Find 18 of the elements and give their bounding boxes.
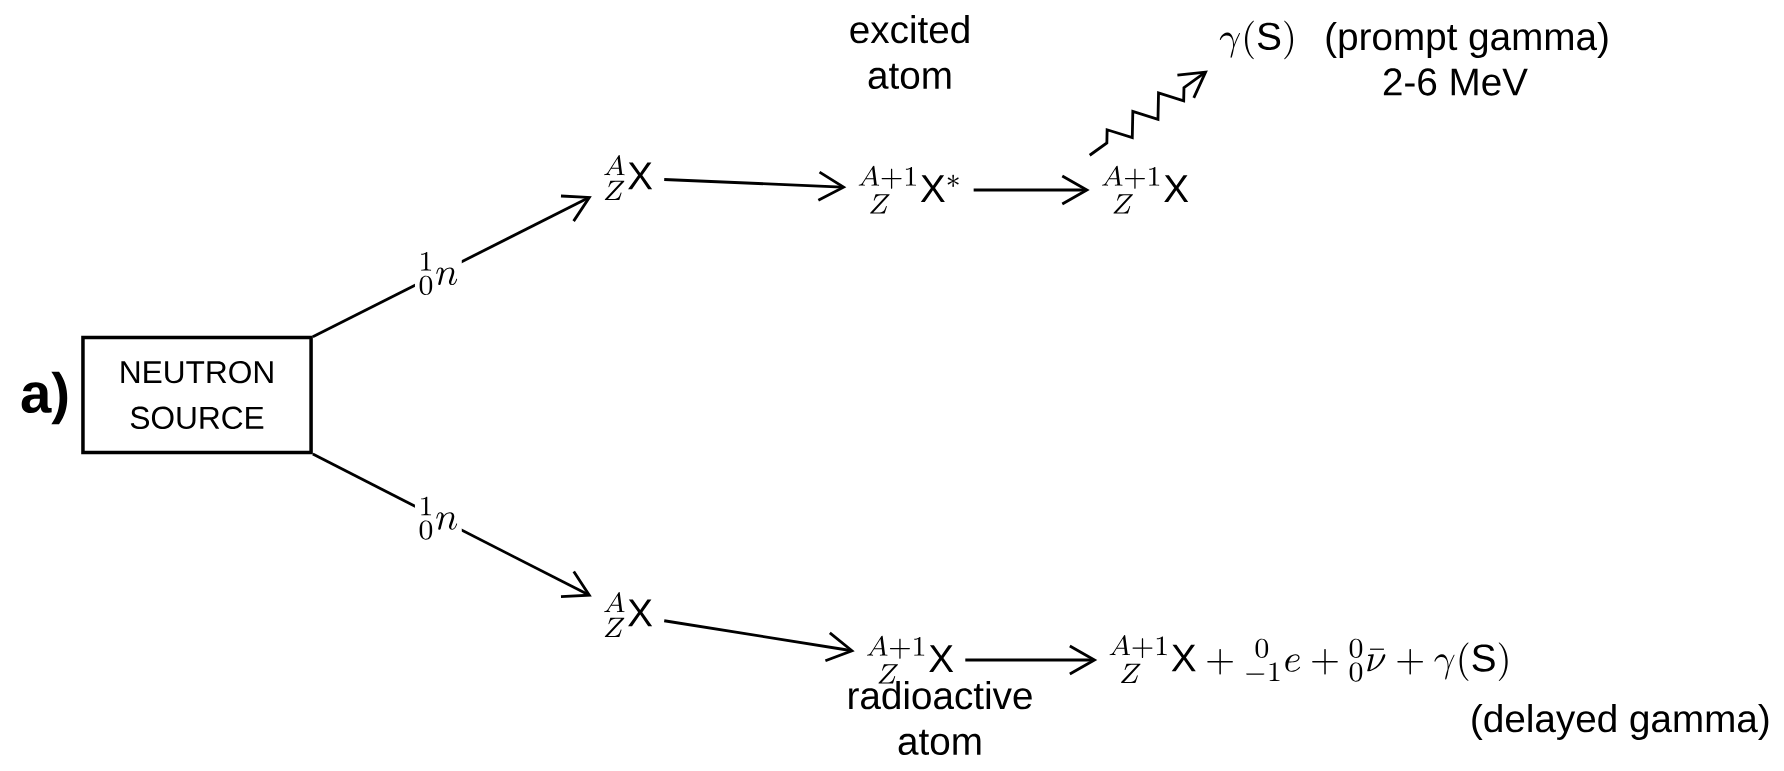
annotation: excited atom [850, 14, 969, 90]
annotation: (delayed gamma) [1472, 704, 1769, 740]
arrow [965, 644, 1098, 676]
gamma-symbol: $\gamma(\mathrm{S})$ [1219, 20, 1294, 60]
nuclide-symbol: ${}^{A+1}_{\ Z}\mathrm{X}^{*}$ [858, 165, 959, 214]
wavy-arrow [1088, 70, 1208, 157]
source-box: NEUTRON SOURCE [81, 335, 313, 455]
edge-label: ${}^{1}_{0}n$ [414, 249, 462, 298]
nuclide-symbol: ${}^{A}_{Z}\mathrm{X}$ [604, 155, 653, 200]
annotation: 2-6 MeV [1383, 68, 1528, 96]
reaction-products: ${}^{A+1}_{\ Z}\mathrm{X} + {}^{\ 0}_{-1}e + {}^{0}_{0}\bar{\nu} + \gamma(\mathrm{S})$ [1109, 635, 1508, 683]
nuclide-symbol: ${}^{A+1}_{\ Z}\mathrm{X}$ [1102, 165, 1189, 214]
edge-label: ${}^{1}_{0}n$ [414, 493, 462, 543]
arrow [973, 174, 1090, 206]
nuclide-symbol: ${}^{A}_{Z}\mathrm{X}$ [604, 592, 653, 637]
annotation: (prompt gamma) [1326, 22, 1608, 58]
arrow [664, 619, 855, 663]
arrow [664, 170, 847, 202]
